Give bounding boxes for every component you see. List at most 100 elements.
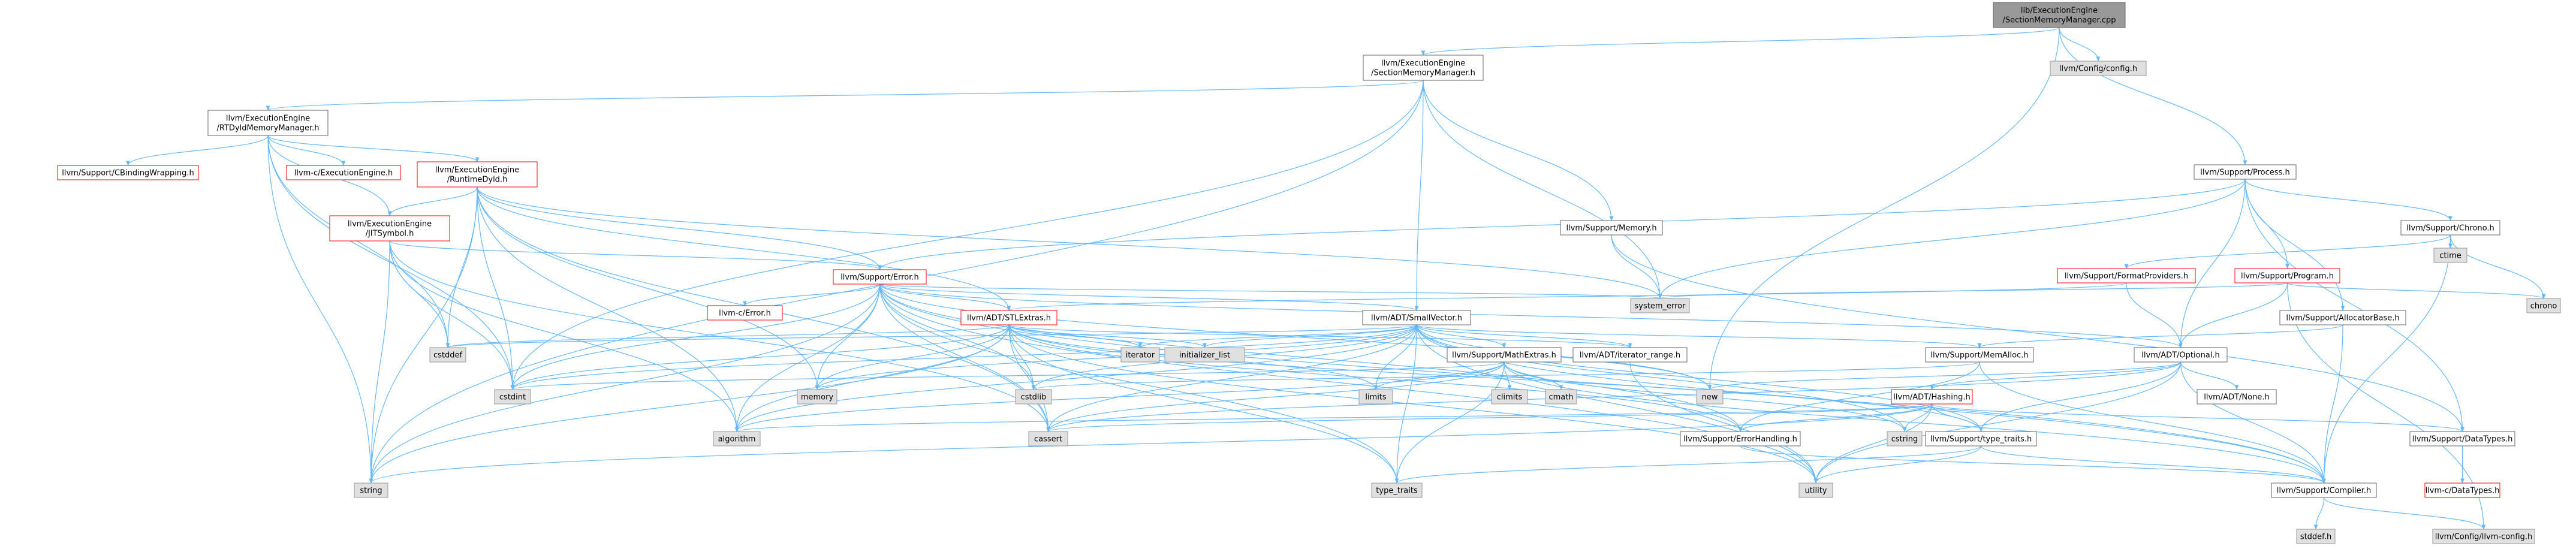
edge-smallvector_h-to-limits	[1373, 324, 1417, 390]
node-limits[interactable]: limits	[1358, 389, 1393, 405]
edge-hashing_h-to-type_traits_h	[1931, 403, 1983, 432]
node-compiler-h[interactable]: llvm/Support/Compiler.h	[2271, 482, 2377, 498]
node-none-h[interactable]: llvm/ADT/None.h	[2197, 389, 2277, 405]
edge-stlextras_h-to-string	[369, 324, 1010, 484]
node-label: llvm/Support/CBindingWrapping.h	[62, 169, 194, 178]
edge-error_h-to-string	[369, 283, 881, 484]
node-label: llvm/Support/MemAlloc.h	[1930, 351, 2028, 360]
edge-stlextras_h-to-init_list	[1008, 324, 1207, 348]
node-ctime[interactable]: ctime	[2433, 248, 2467, 263]
edge-optional_h-to-type_traits_h	[1979, 361, 2182, 432]
node-label: /RTDyldMemoryManager.h	[216, 124, 319, 133]
edge-memalloc_h-to-cstdlib	[1032, 361, 1980, 390]
node-cstdint[interactable]: cstdint	[494, 389, 531, 405]
node-llvmc-datatypes-h[interactable]: llvm-c/DataTypes.h	[2424, 482, 2500, 498]
node-cassert[interactable]: cassert	[1028, 431, 1068, 447]
node-allocbase-h[interactable]: llvm/Support/AllocatorBase.h	[2279, 310, 2406, 325]
edge-error_h-to-smallvector_h	[879, 283, 1419, 311]
node-runtimedyld-h[interactable]: llvm/ExecutionEngine/RuntimeDyld.h	[417, 161, 538, 188]
node-iterator[interactable]: iterator	[1120, 347, 1160, 363]
node-chrono[interactable]: chrono	[2526, 298, 2561, 313]
edge-memalloc_h-to-errhandling_h	[1738, 361, 1980, 432]
node-format-prov-h[interactable]: llvm/Support/FormatProviders.h	[2057, 268, 2196, 283]
node-type-traits-h[interactable]: llvm/Support/type_traits.h	[1925, 431, 2037, 447]
node-box	[2526, 298, 2561, 313]
node-utility[interactable]: utility	[1798, 482, 1833, 498]
edge-stlextras_h-to-iterator	[1008, 324, 1143, 348]
edge-allocbase_h-to-memalloc_h	[1977, 324, 2343, 348]
node-system-error[interactable]: system_error	[1630, 298, 1690, 313]
node-string[interactable]: string	[354, 482, 388, 498]
node-rtdyld-mm-h[interactable]: llvm/ExecutionEngine/RTDyldMemoryManager…	[207, 110, 329, 136]
node-errhandling-h[interactable]: llvm/Support/ErrorHandling.h	[1680, 431, 1801, 447]
node-box	[2400, 220, 2500, 236]
node-type-traits[interactable]: type_traits	[1371, 482, 1423, 498]
edge-stlextras_h-to-type_traits_h	[1008, 324, 1983, 432]
edge-rtdyld_mm_h-to-cbinding_h	[126, 135, 269, 166]
node-box	[1798, 482, 1833, 498]
node-llvm-config-h[interactable]: llvm/Config/llvm-config.h	[2432, 529, 2535, 544]
node-label: new	[1702, 393, 1718, 402]
edge-runtimedyld_h-to-memory	[477, 186, 820, 390]
node-smm-h[interactable]: llvm/ExecutionEngine/SectionMemoryManage…	[1363, 55, 1484, 81]
node-cbinding-h[interactable]: llvm/Support/CBindingWrapping.h	[57, 165, 199, 180]
edge-runtimedyld_h-to-jitsymbol_h	[387, 186, 478, 216]
edge-smallvector_h-to-iterator	[1138, 324, 1417, 348]
edge-process_h-to-system_error	[1658, 179, 2246, 299]
node-cstddef[interactable]: cstddef	[429, 347, 466, 363]
edge-hashing_h-to-cstring	[1902, 403, 1933, 432]
edge-format_prov_h-to-stlextras_h	[1007, 282, 2127, 311]
node-layer: lib/ExecutionEngine/SectionMemoryManager…	[57, 2, 2561, 544]
node-label: llvm/ADT/Optional.h	[2141, 351, 2220, 360]
node-smallvector-h[interactable]: llvm/ADT/SmallVector.h	[1362, 310, 1471, 325]
node-new[interactable]: new	[1696, 389, 1724, 405]
node-hashing-h[interactable]: llvm/ADT/Hashing.h	[1891, 389, 1973, 405]
node-memalloc-h[interactable]: llvm/Support/MemAlloc.h	[1925, 347, 2034, 363]
edge-smallvector_h-to-cstdint	[510, 324, 1417, 390]
edge-hashing_h-to-algorithm	[735, 403, 1933, 432]
node-llvmc-error-h[interactable]: llvm-c/Error.h	[707, 305, 783, 321]
edge-stlextras_h-to-iter_range_h	[1008, 324, 1632, 348]
edge-error_h-to-cstdlib	[879, 283, 1036, 390]
node-climits[interactable]: climits	[1491, 389, 1528, 405]
node-box	[1630, 298, 1690, 313]
edge-smallvector_h-to-new	[1416, 324, 1712, 390]
node-init-list[interactable]: initializer_list	[1164, 347, 1245, 363]
node-stlextras-h[interactable]: llvm/ADT/STLExtras.h	[960, 310, 1057, 325]
node-memory[interactable]: memory	[797, 389, 837, 405]
node-label: llvm/ADT/None.h	[2204, 393, 2269, 402]
node-label: llvm/Support/Process.h	[2200, 168, 2289, 177]
node-stddef-h[interactable]: stddef.h	[2296, 529, 2336, 544]
node-label: llvm/Support/MathExtras.h	[1452, 351, 1556, 360]
node-box	[2271, 482, 2377, 498]
node-config-h[interactable]: llvm/Config/config.h	[2050, 61, 2147, 76]
edge-mathextras_h-to-limits	[1373, 361, 1505, 390]
node-chrono-h[interactable]: llvm/Support/Chrono.h	[2400, 220, 2500, 236]
edge-chrono_h-to-format_prov_h	[2124, 234, 2451, 269]
edge-rtdyld_mm_h-to-cstddef	[267, 135, 450, 348]
node-box	[1545, 389, 1577, 405]
node-cstring[interactable]: cstring	[1887, 431, 1923, 447]
node-mathextras-h[interactable]: llvm/Support/MathExtras.h	[1447, 347, 1562, 363]
edge-hashing_h-to-datatypes_h	[1931, 403, 2464, 432]
node-box	[1164, 347, 1245, 363]
node-program-h[interactable]: llvm/Support/Program.h	[2234, 268, 2340, 283]
node-label: cstring	[1891, 435, 1918, 444]
node-llvmc-ee-h[interactable]: llvm-c/ExecutionEngine.h	[286, 165, 401, 180]
node-cstdlib[interactable]: cstdlib	[1015, 389, 1052, 405]
node-memory-h[interactable]: llvm/Support/Memory.h	[1560, 220, 1663, 236]
edge-memalloc_h-to-compiler_h	[1979, 361, 2326, 484]
edge-stlextras_h-to-cstdint	[510, 324, 1010, 390]
node-cmath[interactable]: cmath	[1545, 389, 1577, 405]
node-label: climits	[1497, 393, 1523, 402]
edge-errhandling_h-to-compiler_h	[1740, 445, 2326, 484]
edge-smm_h-to-system_error	[1423, 80, 1662, 299]
node-optional-h[interactable]: llvm/ADT/Optional.h	[2134, 347, 2228, 363]
node-error-h[interactable]: llvm/Support/Error.h	[833, 269, 927, 285]
node-algorithm[interactable]: algorithm	[713, 431, 761, 447]
node-jitsymbol-h[interactable]: llvm/ExecutionEngine/JITSymbol.h	[329, 215, 450, 242]
node-iter-range-h[interactable]: llvm/ADT/iterator_range.h	[1572, 347, 1688, 363]
node-process-h[interactable]: llvm/Support/Process.h	[2194, 164, 2297, 180]
node-datatypes-h[interactable]: llvm/Support/DataTypes.h	[2409, 431, 2515, 447]
edge-error_h-to-algorithm	[734, 283, 881, 432]
